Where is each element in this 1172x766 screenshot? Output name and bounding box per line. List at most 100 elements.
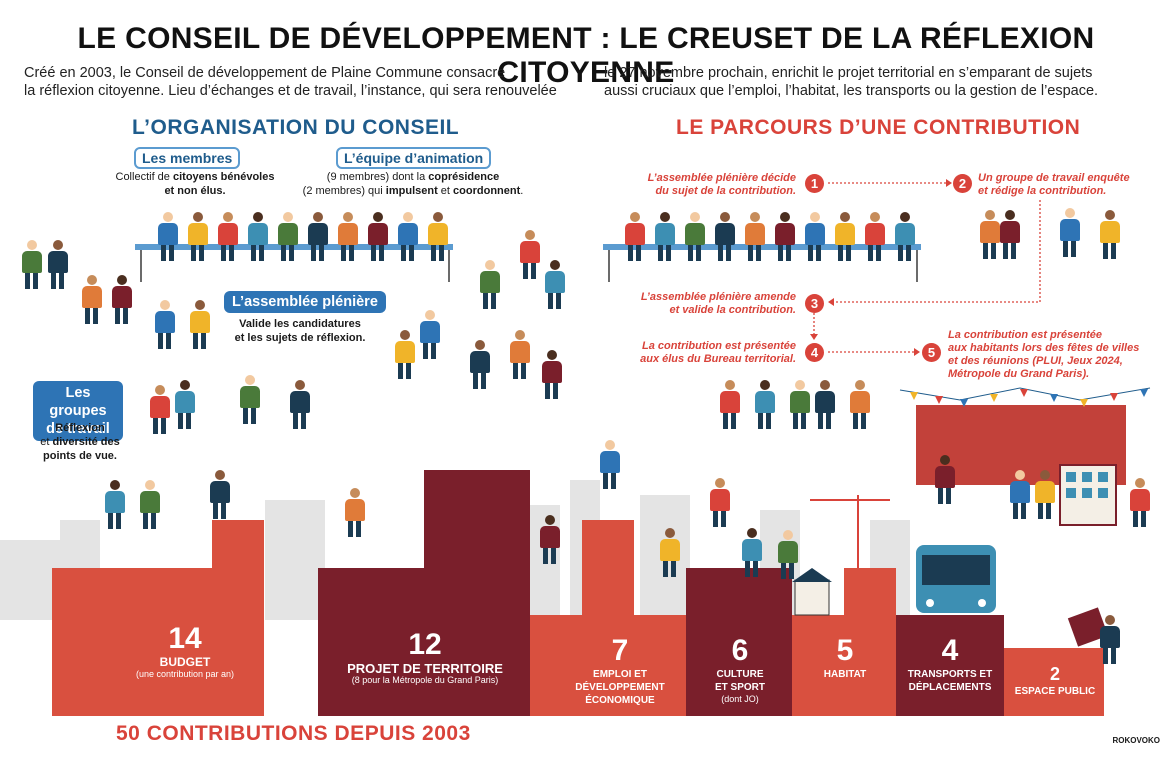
contrib-habitat-num: 5 — [836, 634, 854, 667]
person-figure — [542, 350, 562, 399]
person-figure — [540, 515, 560, 564]
step-1-l1: L’assemblée plénière décide — [647, 172, 796, 184]
person-figure — [685, 212, 705, 261]
contrib-projet: 12 PROJET DE TERRITOIRE (8 pour la Métro… — [330, 628, 520, 685]
step-2-l2: et rédige la contribution. — [978, 185, 1107, 197]
assembly-table-right — [603, 244, 921, 282]
groupes-desc-3: points de vue. — [43, 450, 117, 462]
contrib-transports-label2: DÉPLACEMENTS — [908, 682, 992, 693]
person-figure — [308, 212, 328, 261]
person-figure — [22, 240, 42, 289]
person-figure — [1000, 210, 1020, 259]
step-5-number: 5 — [922, 343, 941, 362]
parcours-title: LE PARCOURS D’UNE CONTRIBUTION — [676, 116, 1081, 139]
person-figure — [745, 212, 765, 261]
person-figure — [778, 530, 798, 579]
person-figure — [775, 212, 795, 261]
assemblee-desc-1: Valide les candidatures — [239, 318, 361, 330]
step-3-l2: et valide la contribution. — [669, 304, 796, 316]
equipe-desc-2a: (2 membres) qui — [302, 185, 386, 197]
person-figure — [715, 212, 735, 261]
person-figure — [345, 488, 365, 537]
person-figure — [850, 380, 870, 429]
equipe-desc: (9 membres) dont la coprésidence (2 memb… — [288, 170, 538, 198]
person-figure — [895, 212, 915, 261]
person-figure — [660, 528, 680, 577]
person-figure — [420, 310, 440, 359]
person-figure — [655, 212, 675, 261]
person-figure — [248, 212, 268, 261]
contrib-emploi-label1: EMPLOI ET — [593, 669, 647, 680]
person-figure — [980, 210, 1000, 259]
crane-illustration — [810, 495, 890, 568]
step-3-text: L’assemblée plénière amende et valide la… — [630, 291, 796, 317]
contrib-culture-label2: ET SPORT — [714, 682, 765, 693]
membres-desc: Collectif de citoyens bénévoles et non é… — [100, 170, 290, 198]
person-figure — [710, 478, 730, 527]
person-figure — [1100, 615, 1120, 664]
arrow-head-2 — [828, 298, 834, 306]
puzzle-blocks — [52, 470, 1109, 716]
step-4-l2: aux élus du Bureau territorial. — [640, 353, 796, 365]
equipe-desc-2e: . — [520, 185, 524, 197]
contrib-transports: 4 TRANSPORTS ET DÉPLACEMENTS — [900, 634, 1000, 694]
person-figure — [218, 212, 238, 261]
contrib-emploi-num: 7 — [611, 634, 629, 667]
groupes-desc-2a: et — [40, 436, 53, 448]
equipe-desc-2d: coordonnent — [453, 185, 521, 197]
footer-contribution-count: 50 CONTRIBUTIONS DEPUIS 2003 — [116, 722, 471, 745]
person-figure — [210, 470, 230, 519]
step-4-number: 4 — [805, 343, 824, 362]
intro-left: Créé en 2003, le Conseil de développemen… — [24, 64, 557, 100]
person-figure — [625, 212, 645, 261]
step-4-text: La contribution est présentée aux élus d… — [630, 340, 796, 366]
person-figure — [188, 212, 208, 261]
contrib-culture-note: (dont JO) — [721, 694, 759, 704]
credit: ROKOVOKO — [1112, 736, 1160, 745]
person-figure — [112, 275, 132, 324]
contrib-budget-note: (une contribution par an) — [135, 669, 235, 679]
step-5-l4: Métropole du Grand Paris). — [948, 368, 1090, 380]
arrow-head-3 — [810, 334, 818, 340]
contrib-habitat-label: HABITAT — [823, 669, 867, 680]
equipe-desc-2c: et — [437, 185, 454, 197]
groupes-label: Les groupes de travail — [33, 381, 123, 441]
step-2-text: Un groupe de travail enquête et rédige l… — [978, 172, 1148, 198]
step-3-number: 3 — [805, 294, 824, 313]
equipe-label: L’équipe d’animation — [336, 147, 492, 169]
person-figure — [1035, 470, 1055, 519]
intro-right-line2: aussi cruciaux que l’emploi, l’habitat, … — [604, 83, 1099, 99]
person-figure — [835, 212, 855, 261]
person-figure — [865, 212, 885, 261]
person-figure — [82, 275, 102, 324]
person-figure — [755, 380, 775, 429]
person-figure — [815, 380, 835, 429]
person-figure — [790, 380, 810, 429]
membres-desc-2: et non élus. — [164, 185, 226, 197]
contrib-budget-num: 14 — [168, 622, 202, 655]
contrib-emploi-label3: ÉCONOMIQUE — [585, 695, 655, 706]
person-figure — [395, 330, 415, 379]
contrib-budget-label: BUDGET — [159, 655, 211, 669]
person-figure — [600, 440, 620, 489]
intro-right-line1: le 27 novembre prochain, enrichit le pro… — [604, 65, 1093, 81]
person-figure — [545, 260, 565, 309]
person-figure — [175, 380, 195, 429]
person-figure — [48, 240, 68, 289]
step-4-l1: La contribution est présentée — [641, 340, 796, 352]
groupes-label-1: Les groupes — [49, 385, 107, 419]
contrib-culture-label1: CULTURE — [716, 669, 764, 680]
step-5-l1: La contribution est présentée — [948, 329, 1103, 341]
equipe-desc-1b: coprésidence — [428, 171, 500, 183]
contrib-culture-num: 6 — [731, 634, 749, 667]
person-figure — [398, 212, 418, 261]
assemblee-desc: Valide les candidatures et les sujets de… — [220, 317, 380, 345]
assemblee-label: L’assemblée plénière — [224, 291, 386, 313]
person-figure — [1130, 478, 1150, 527]
groupes-desc: Réflexion et diversité des points de vue… — [30, 421, 130, 463]
arrow-2-3 — [834, 200, 1041, 303]
person-figure — [278, 212, 298, 261]
step-2-number: 2 — [953, 174, 972, 193]
